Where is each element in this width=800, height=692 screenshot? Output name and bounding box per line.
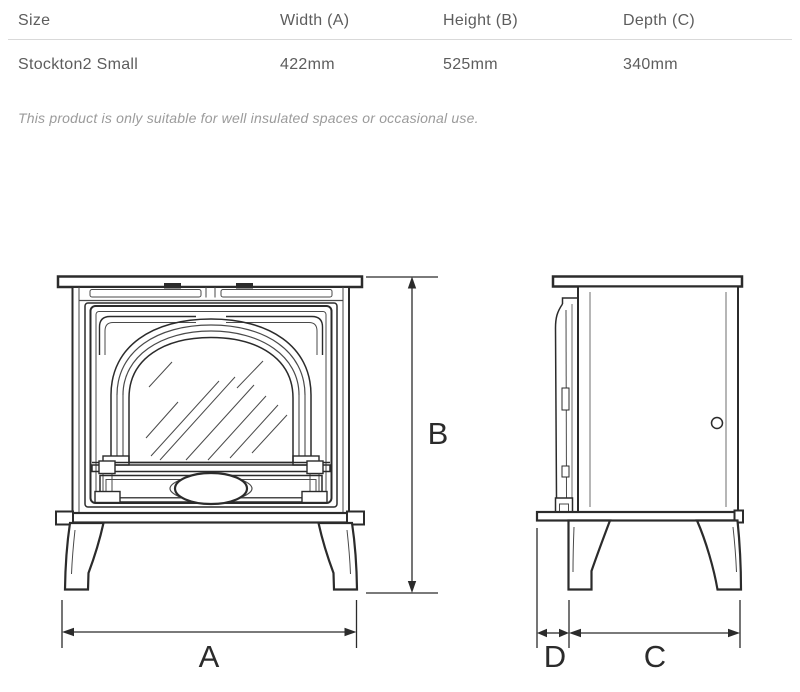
air-vent-right-slider bbox=[236, 283, 253, 289]
cell-model-name: Stockton2 Small bbox=[18, 56, 139, 73]
label-c: C bbox=[644, 639, 666, 674]
table-header-row: Size Width (A) Height (B) Depth (C) bbox=[18, 0, 800, 30]
stove-side-view bbox=[535, 275, 744, 591]
dimensions-table: Size Width (A) Height (B) Depth (C) Stoc… bbox=[0, 0, 800, 74]
dimension-door-depth-d: D bbox=[536, 528, 570, 674]
cell-width-value: 422mm bbox=[280, 56, 335, 73]
cell-depth-value: 340mm bbox=[623, 56, 678, 73]
stove-front-view bbox=[55, 275, 365, 591]
front-panel-oval bbox=[173, 471, 249, 506]
col-header-size: Size bbox=[18, 12, 51, 29]
technical-drawing: A B bbox=[0, 260, 800, 692]
col-header-height: Height (B) bbox=[443, 12, 519, 29]
side-door-handle bbox=[561, 387, 570, 411]
front-right-leg bbox=[317, 521, 359, 591]
cell-height-value: 525mm bbox=[443, 56, 498, 73]
front-top-plate bbox=[56, 275, 364, 289]
dimension-height-b: B bbox=[366, 276, 449, 594]
front-door-glass bbox=[128, 336, 294, 464]
air-vent-left-slider bbox=[164, 283, 181, 289]
side-door-profile bbox=[554, 303, 564, 499]
side-door-foot bbox=[554, 497, 574, 513]
suitability-note: This product is only suitable for well i… bbox=[18, 110, 479, 126]
side-rear-leg bbox=[695, 519, 743, 591]
side-knob bbox=[710, 416, 724, 430]
side-body bbox=[577, 285, 739, 514]
side-front-leg bbox=[567, 519, 612, 591]
front-left-leg bbox=[63, 521, 105, 591]
side-base-plate bbox=[535, 510, 744, 522]
dimension-width-a: A bbox=[61, 600, 358, 674]
glass-reflection-lines bbox=[145, 360, 288, 461]
label-b: B bbox=[428, 416, 449, 451]
label-a: A bbox=[199, 639, 220, 674]
side-top-plate bbox=[551, 275, 744, 288]
dimension-body-depth-c: C bbox=[569, 600, 741, 674]
label-d: D bbox=[544, 639, 566, 674]
front-base-plate bbox=[55, 511, 365, 524]
col-header-depth: Depth (C) bbox=[623, 12, 696, 29]
col-header-width: Width (A) bbox=[280, 12, 350, 29]
table-divider bbox=[8, 39, 792, 40]
stove-dimension-diagram: A B bbox=[55, 275, 744, 674]
table-row: Stockton2 Small 422mm 525mm 340mm bbox=[18, 55, 800, 74]
